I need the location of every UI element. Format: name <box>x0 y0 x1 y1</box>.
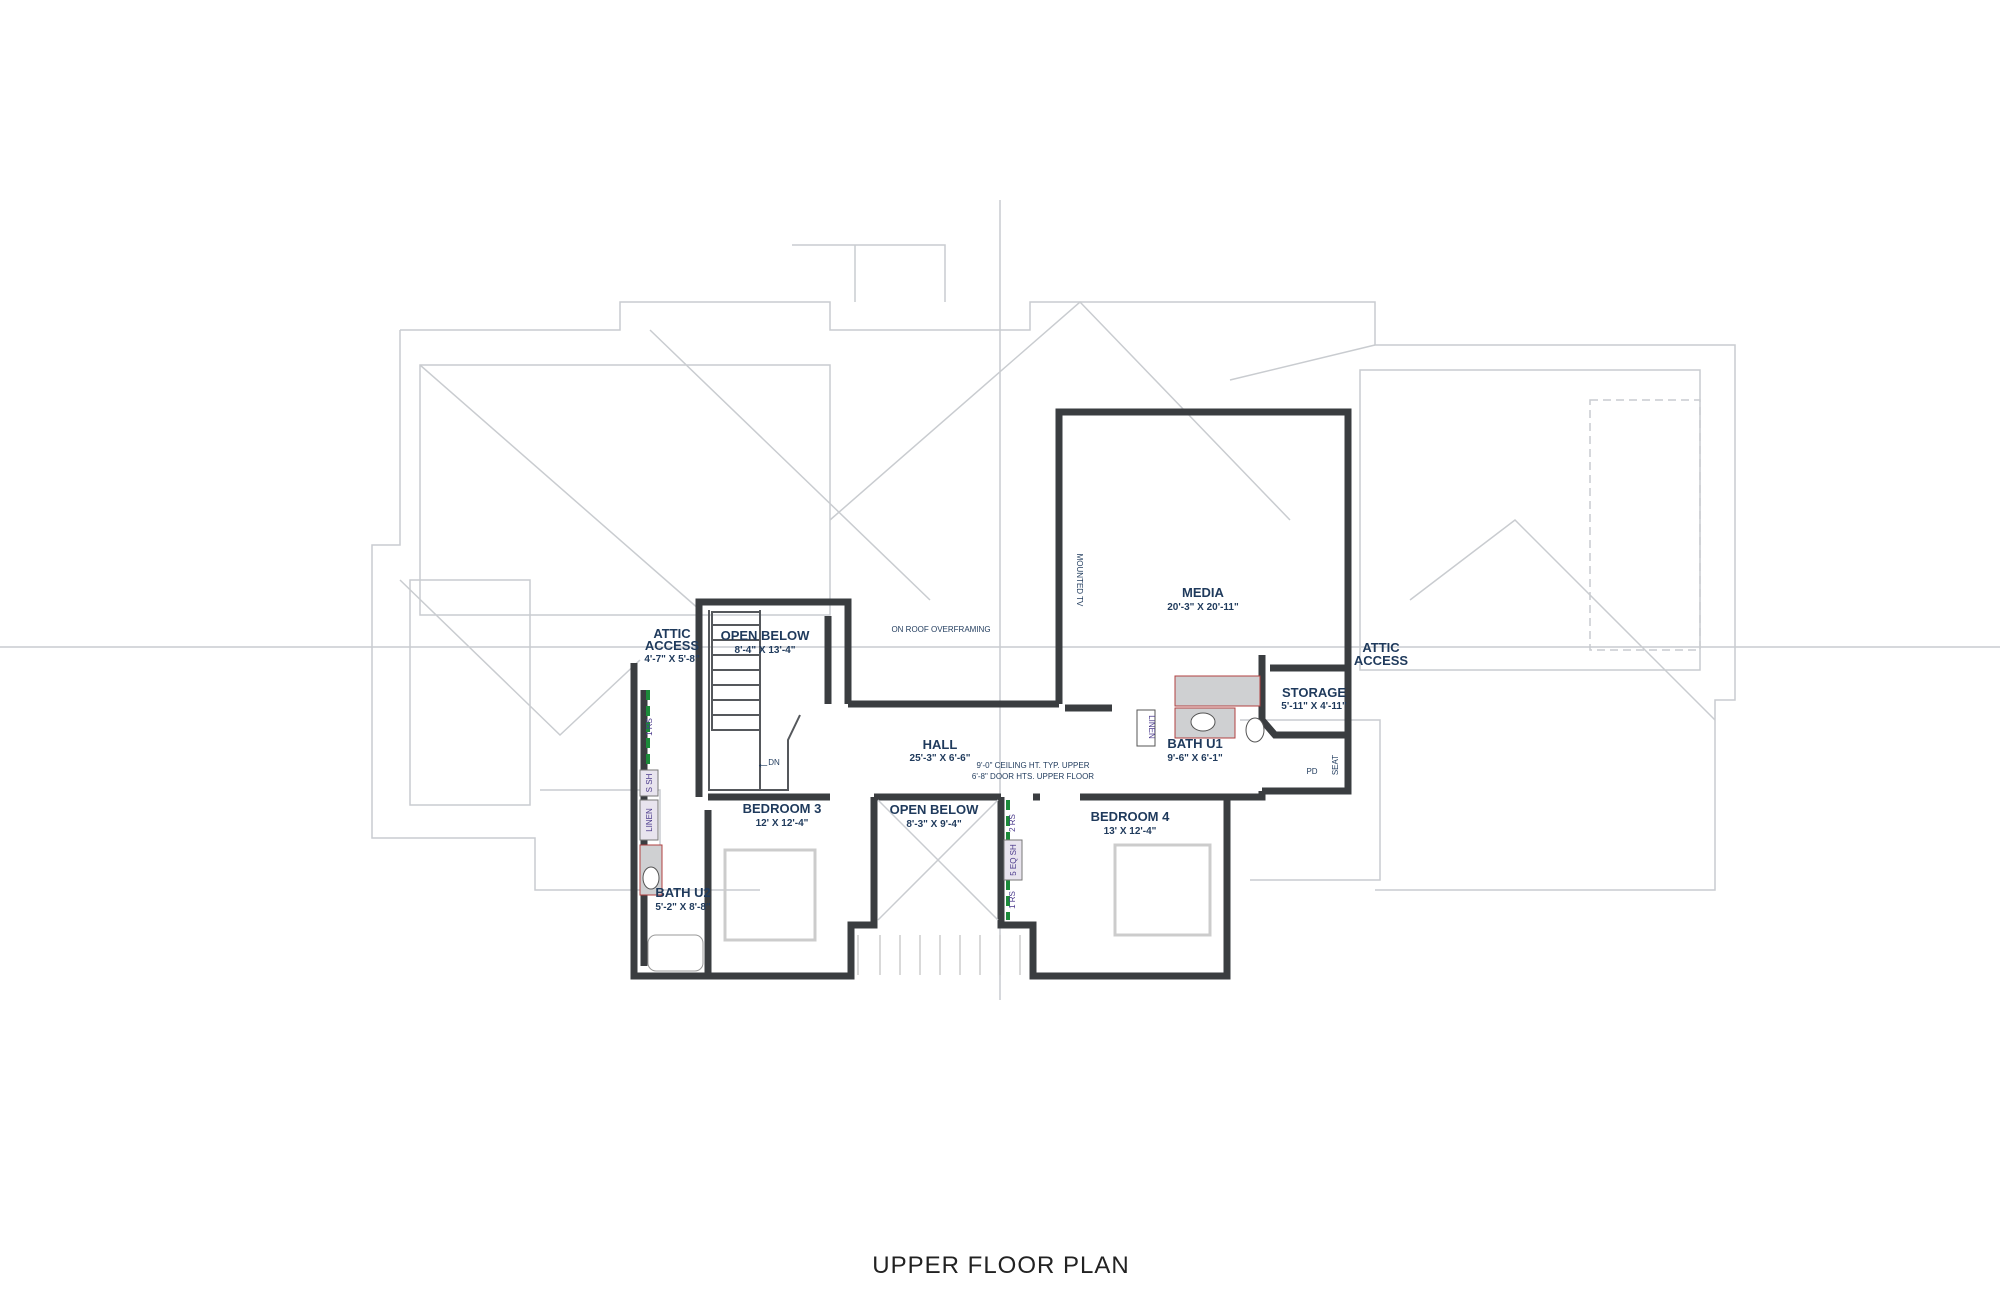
plan-title: UPPER FLOOR PLAN <box>872 1252 1129 1279</box>
bath-u1-label: BATH U1 <box>1167 736 1222 751</box>
hall-dims: 25'-3" X 6'-6" <box>910 753 971 764</box>
seat-label: SEAT <box>1331 755 1340 775</box>
fixture-labels: 1 RS S SH LINEN LINEN 2 RS 5 EQ SH 1 RS … <box>645 715 1340 909</box>
linen-u1-label: LINEN <box>1147 715 1156 739</box>
media-dims: 20'-3" X 20'-11" <box>1167 602 1239 613</box>
ceiling-note: 9'-0" CEILING HT. TYP. UPPER <box>977 761 1090 770</box>
hall-label: HALL <box>923 737 958 752</box>
walls <box>630 408 1352 980</box>
bedroom3-label: BEDROOM 3 <box>743 801 822 816</box>
pd-label: PD <box>1306 767 1317 776</box>
bath-u1-dims: 9'-6" X 6'-1" <box>1167 753 1223 764</box>
storage-dims: 5'-11" X 4'-11" <box>1281 701 1347 712</box>
attic-access-left-dims: 4'-7" X 5'-8" <box>644 654 700 665</box>
attic-access-right-label: ATTIC <box>1362 640 1400 655</box>
rod1-closet-label: 1 RS <box>1008 891 1017 909</box>
bedroom4-dims: 13' X 12'-4" <box>1104 826 1157 837</box>
bath-u2-label: BATH U2 <box>655 885 710 900</box>
rod2-closet-label: 2 RS <box>1008 814 1017 832</box>
attic-access-left-label: ATTIC <box>653 626 691 641</box>
open-below-stair-label: OPEN BELOW <box>721 628 811 643</box>
bedroom3-dims: 12' X 12'-4" <box>756 818 809 829</box>
stair-down-label: DN <box>768 758 780 767</box>
staircase[interactable]: DN ← <box>711 611 780 771</box>
door-height-note: 6'-8" DOOR HTS. UPPER FLOOR <box>972 772 1094 781</box>
fixtures <box>639 675 1265 975</box>
open-below-stair-dims: 8'-4" X 13'-4" <box>735 645 796 656</box>
bedroom4-label: BEDROOM 4 <box>1091 809 1171 824</box>
media-label: MEDIA <box>1182 585 1225 600</box>
roof-overframing-note: ON ROOF OVERFRAMING <box>891 625 990 634</box>
open-below-2-dims: 8'-3" X 9'-4" <box>906 819 962 830</box>
linen-left-label: LINEN <box>645 808 654 832</box>
attic-access-right-label-2: ACCESS <box>1354 653 1409 668</box>
bath-u2-dims: 5'-2" X 8'-8" <box>655 902 711 913</box>
shelf-left-label: S SH <box>645 773 654 792</box>
shelf-closet-label: 5 EQ SH <box>1009 844 1018 876</box>
room-labels: ATTIC ACCESS 4'-7" X 5'-8" OPEN BELOW 8'… <box>644 554 1408 913</box>
open-below-2-label: OPEN BELOW <box>890 802 980 817</box>
storage-label: STORAGE <box>1282 685 1346 700</box>
rod-left-label: 1 RS <box>645 718 654 736</box>
attic-access-left-label-2: ACCESS <box>645 638 700 653</box>
arrow-left-icon: ← <box>756 755 770 771</box>
mounted-tv-note: MOUNTED TV <box>1075 554 1084 607</box>
